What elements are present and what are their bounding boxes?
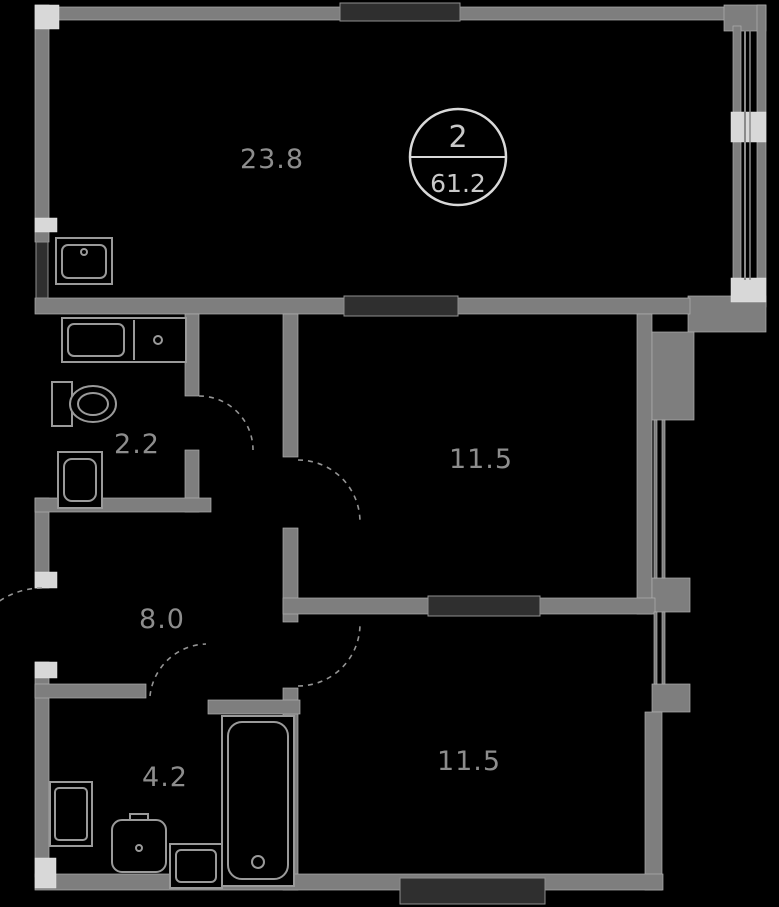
room-label-bathroom-large: 4.2 [142, 762, 188, 793]
wall-niche [427, 595, 541, 617]
windows [653, 30, 751, 685]
badge-total-area: 61.2 [430, 169, 486, 198]
jamb-block [34, 857, 57, 889]
window-sill [730, 277, 767, 303]
area-badge: 2 61.2 [408, 107, 508, 207]
wall-segment [184, 313, 200, 397]
window-sill [730, 111, 767, 143]
fixtures [49, 237, 295, 889]
window-niche-top [339, 2, 461, 22]
entrance-jamb [34, 571, 58, 589]
wall-segment [34, 873, 664, 891]
wall-niche [343, 295, 459, 317]
wall-segment [651, 683, 691, 713]
wall-segment [651, 331, 695, 421]
appliance [169, 843, 223, 889]
washbasin [111, 813, 167, 873]
door-arc-room-bottom [297, 623, 361, 687]
toilet [51, 381, 117, 427]
wall-segment [732, 25, 742, 285]
window-frame-line [653, 419, 658, 579]
badge-rooms-count: 2 [448, 120, 467, 155]
kitchen-sink [55, 237, 113, 285]
wall-segment [207, 699, 301, 715]
door-arc-bathroom-small [198, 395, 254, 451]
jamb-block [34, 217, 58, 233]
wall-segment [282, 313, 299, 458]
room-labels: 23.8 11.5 2.2 8.0 11.5 4.2 [114, 144, 513, 793]
window-frame-line [661, 611, 666, 685]
wall-openings [35, 2, 546, 905]
room-label-bathroom-small: 2.2 [114, 429, 160, 460]
wall-segment [651, 577, 691, 613]
wall-niche [399, 877, 546, 905]
bidet [57, 451, 103, 509]
window-frame-line [661, 419, 666, 579]
room-label-middle-right: 11.5 [449, 444, 513, 475]
room-label-bottom-right: 11.5 [437, 746, 501, 777]
jamb-block [34, 4, 60, 30]
entrance-jamb [34, 661, 58, 679]
window-niche-left [35, 241, 49, 299]
door-arcs [0, 395, 361, 697]
room-label-living: 23.8 [240, 144, 304, 175]
bathroom-counter-sink [61, 317, 187, 363]
room-label-hallway: 8.0 [139, 604, 185, 635]
light-blocks [34, 4, 767, 889]
wall-segment [34, 4, 50, 243]
wall-segment [636, 313, 653, 615]
door-arc-entrance [0, 587, 43, 602]
wall-segment [34, 683, 147, 699]
window-frame-line [653, 611, 658, 685]
washing-machine [49, 781, 93, 847]
door-arc-room-middle [297, 459, 361, 523]
wall-segment [644, 711, 663, 891]
bathtub [221, 715, 295, 887]
wall-segment [756, 4, 767, 308]
door-arc-bathroom-large [149, 643, 207, 697]
